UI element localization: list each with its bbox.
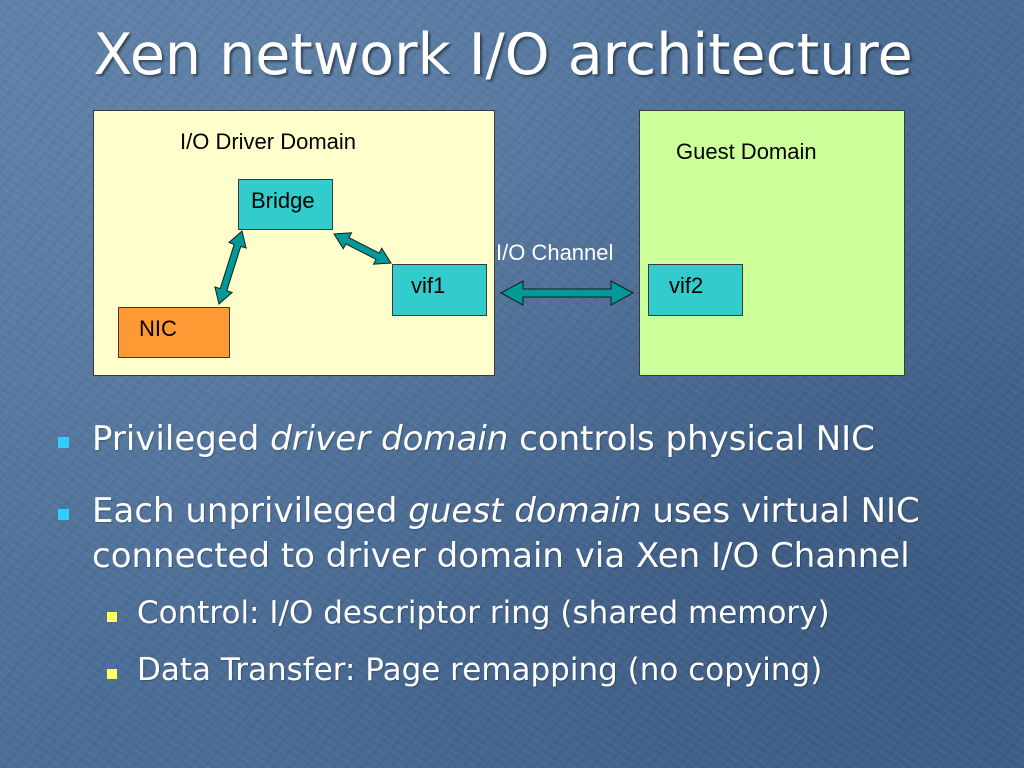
sub-bullet-marker [107, 612, 117, 622]
bullet-text-italic: guest domain [408, 491, 642, 531]
guest-domain-box: Guest Domain [639, 110, 905, 376]
sub-bullet-item-1: Control: I/O descriptor ring (shared mem… [137, 595, 830, 631]
bullet-item-2-continued: connected to driver domain via Xen I/O C… [92, 536, 910, 576]
bridge-node: Bridge [238, 179, 333, 230]
nic-label: NIC [139, 316, 177, 341]
bullet-item-2: Each unprivileged guest domain uses virt… [92, 491, 920, 531]
bullet-marker [58, 437, 69, 448]
vif1-label: vif1 [411, 273, 446, 298]
sub-bullet-marker [107, 669, 117, 679]
driver-domain-label: I/O Driver Domain [180, 129, 357, 154]
bullet-text: Privileged [92, 419, 271, 459]
slide-title: Xen network I/O architecture [93, 22, 913, 88]
vif2-label: vif2 [669, 273, 704, 298]
bullet-text-italic: driver domain [270, 419, 509, 459]
bullet-marker [58, 509, 69, 520]
bullet-item-1: Privileged driver domain controls physic… [92, 419, 875, 459]
bullet-text: controls physical NIC [508, 419, 875, 459]
io-channel-label: I/O Channel [496, 240, 614, 265]
bullet-text: Each unprivileged [92, 491, 409, 531]
guest-domain-label: Guest Domain [676, 139, 817, 164]
sub-bullet-item-2: Data Transfer: Page remapping (no copyin… [137, 652, 822, 688]
bullet-text: Data Transfer: Page remapping (no copyin… [137, 652, 823, 688]
bullet-text: Control: I/O descriptor ring (shared mem… [137, 595, 830, 631]
bullet-text: connected to driver domain via Xen I/O C… [92, 536, 910, 576]
vif2-node: vif2 [648, 264, 743, 316]
bridge-label: Bridge [251, 188, 315, 213]
vif1-node: vif1 [392, 264, 487, 316]
bullet-text: uses virtual NIC [641, 491, 920, 531]
nic-node: NIC [118, 307, 230, 358]
